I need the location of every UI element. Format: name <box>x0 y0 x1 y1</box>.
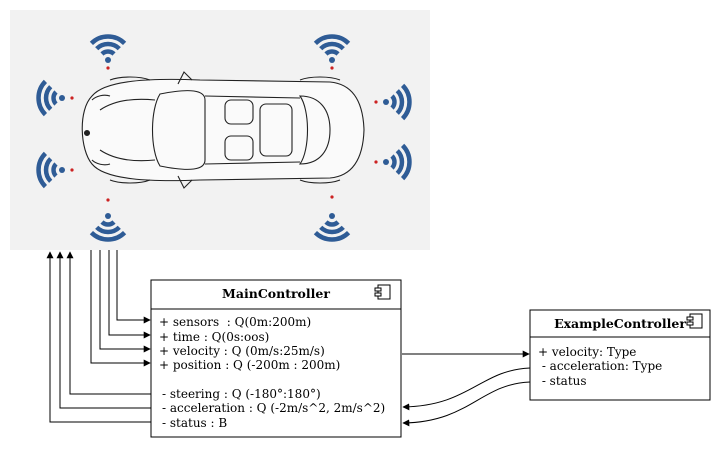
connector-acceleration-to-main <box>402 367 531 411</box>
connector-time <box>108 250 151 339</box>
example-attr-acceleration: - acceleration: Type <box>538 359 662 373</box>
main-input-velocity: + velocity : Q (0m/s:25m/s) <box>159 344 325 358</box>
connector-velocity <box>99 250 151 353</box>
sensor-rear-left <box>91 198 124 239</box>
example-attr-status: - status <box>538 374 587 388</box>
main-output-acceleration: - acceleration : Q (-2m/s^2, 2m/s^2) <box>162 401 385 415</box>
example-attr-velocity: + velocity: Type <box>538 345 636 359</box>
example-controller-component[interactable]: ExampleController + velocity: Type - acc… <box>529 309 711 401</box>
connector-acceleration <box>56 251 151 409</box>
main-input-position: + position : Q (-200m : 200m) <box>159 358 340 372</box>
connector-position <box>90 250 151 367</box>
sensor-rear-right <box>315 195 348 239</box>
sensor-front-left <box>91 37 124 70</box>
connector-status <box>46 251 151 423</box>
main-controller-title: MainController <box>222 286 330 301</box>
controller-connectors <box>402 350 531 427</box>
sensor-front-right <box>315 37 348 70</box>
main-input-time: + time : Q(0s:oos) <box>159 330 269 344</box>
car-top-view-icon <box>81 71 365 189</box>
main-controller-component[interactable]: MainController + sensors : Q(0m:200m) + … <box>150 279 402 438</box>
connector-steering <box>66 251 151 395</box>
output-connectors <box>46 251 151 423</box>
uml-component-icon <box>374 284 391 300</box>
main-output-steering: - steering : Q (-180°:180°) <box>162 387 321 401</box>
main-output-status: - status : B <box>162 416 227 430</box>
connector-status-to-main <box>402 381 531 427</box>
connector-sensors <box>116 250 151 324</box>
sensor-left-upper <box>39 81 74 114</box>
sensor-right-upper <box>374 85 409 118</box>
uml-component-icon <box>686 313 703 329</box>
main-input-sensors: + sensors : Q(0m:200m) <box>159 315 311 329</box>
input-connectors <box>90 250 151 367</box>
sensor-right-lower <box>374 145 409 178</box>
sensor-left-lower <box>39 153 74 186</box>
example-controller-title: ExampleController <box>554 316 686 331</box>
